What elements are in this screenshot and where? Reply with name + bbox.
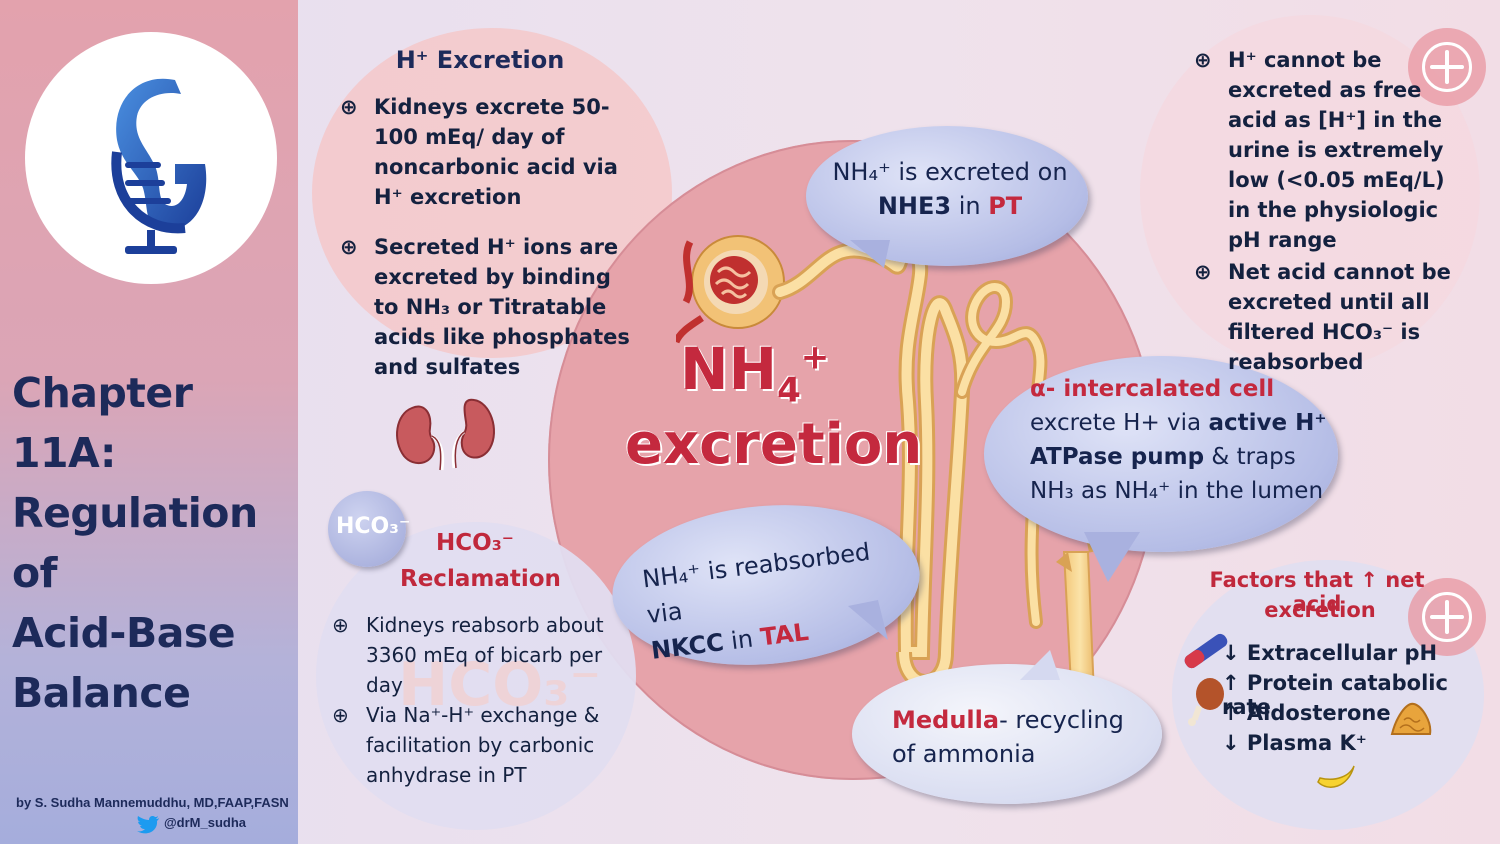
- list-item: ⊕ Kidneys reabsorb about 3360 mEq of bic…: [332, 610, 622, 700]
- medulla-rest-1: - recycling: [999, 706, 1124, 734]
- nkcc-mid: in: [721, 623, 763, 656]
- hco3-reclamation-panel: [316, 522, 636, 830]
- bullet-plus-icon: ⊕: [1194, 260, 1212, 284]
- plus-circle-icon: [1408, 578, 1486, 656]
- bullet-plus-icon: ⊕: [340, 95, 358, 119]
- alpha-text-2: & traps NH₃ as NH₄⁺ in the lumen: [1030, 444, 1324, 504]
- alpha-callout-tail: [1084, 532, 1140, 582]
- list-item: ⊕ Via Na⁺-H⁺ exchange & facilitation by …: [332, 700, 622, 790]
- hco3-title-word: Reclamation: [400, 566, 561, 592]
- nhe3-line-1: NH₄⁺ is excreted on: [832, 158, 1068, 186]
- factor-protein-catabolic: ↑ Protein catabolic rate: [1222, 671, 1448, 719]
- chapter-title-line-2: Regulation of: [12, 489, 258, 597]
- hco3-bullet-1: Kidneys reabsorb about 3360 mEq of bicar…: [366, 613, 604, 697]
- hco3-badge-text: HCO₃⁻: [336, 514, 411, 539]
- hco3-bullet-2: Via Na⁺-H⁺ exchange & facilitation by ca…: [366, 703, 600, 787]
- chapter-title: Chapter 11A: Regulation of Acid-Base Bal…: [12, 363, 296, 723]
- medulla-label: Medulla: [892, 706, 1000, 734]
- hco3-title-formula: HCO₃⁻: [436, 530, 514, 556]
- hco3-list: ⊕ Kidneys reabsorb about 3360 mEq of bic…: [332, 610, 622, 790]
- plus-circle-icon: [1408, 28, 1486, 106]
- nkcc-callout-tail: [848, 600, 888, 640]
- kidney-icon: [396, 398, 495, 471]
- list-item: ⊕ Secreted H⁺ ions are excreted by bindi…: [340, 232, 640, 382]
- medulla-line-2: of ammonia: [892, 740, 1036, 768]
- nhe3-callout-tail: [850, 240, 890, 268]
- list-item: ⊕ H⁺ cannot be excreted as free acid as …: [1194, 45, 1464, 255]
- nhe3-callout-text: NH₄⁺ is excreted on NHE3 in PT: [832, 155, 1068, 223]
- hco3-watermark: HCO₃⁻: [398, 650, 602, 720]
- h-excretion-list: ⊕ Kidneys excrete 50-100 mEq/ day of non…: [340, 92, 640, 402]
- alpha-text-1: excrete H+ via: [1030, 410, 1209, 436]
- alpha-cell-callout: [984, 356, 1338, 552]
- logo: [25, 32, 277, 284]
- tal-label: TAL: [758, 617, 811, 652]
- medulla-callout-text: Medulla- recycling of ammonia: [892, 703, 1142, 771]
- free-acid-list: ⊕ H⁺ cannot be excreted as free acid as …: [1194, 45, 1464, 377]
- factor-extracellular-ph: ↓ Extracellular pH: [1222, 641, 1438, 665]
- thermometer-icon: [1184, 633, 1228, 669]
- bullet-plus-icon: ⊕: [1194, 48, 1212, 72]
- h-excretion-title: H⁺ Excretion: [395, 46, 565, 74]
- bullet-plus-icon: ⊕: [332, 703, 349, 727]
- pt-label: PT: [988, 192, 1023, 220]
- medulla-line-1: Medulla- recycling: [892, 703, 1142, 737]
- medulla-callout: [852, 664, 1162, 804]
- h-excretion-bullet-2: Secreted H⁺ ions are excreted by binding…: [374, 235, 630, 379]
- hco3-badge: [328, 491, 406, 567]
- bullet-plus-icon: ⊕: [332, 613, 349, 637]
- list-item: ⊕ Kidneys excrete 50-100 mEq/ day of non…: [340, 92, 640, 212]
- nhe3-line-2: NHE3 in PT: [832, 189, 1068, 223]
- nhe3-mid: in: [951, 192, 989, 220]
- h-excretion-bullet-1: Kidneys excrete 50-100 mEq/ day of nonca…: [374, 95, 618, 209]
- nh4-formula-sub: 4: [777, 370, 801, 411]
- nhe3-callout: [806, 126, 1088, 266]
- nkcc-label: NKCC: [649, 628, 726, 665]
- nh4-formula-base: NH: [680, 335, 778, 403]
- twitter-handle: @drM_sudha: [164, 815, 247, 830]
- free-acid-bullet-1: H⁺ cannot be excreted as free acid as [H…: [1228, 48, 1445, 252]
- factors-title-line-1: Factors that ↑ net acid: [1209, 568, 1425, 616]
- nh4-formula-sup: +: [800, 337, 830, 378]
- banana-icon: [1317, 765, 1355, 788]
- drumstick-icon: [1188, 678, 1224, 726]
- adrenal-icon: [1390, 702, 1432, 735]
- free-acid-bullet-2: Net acid cannot be excreted until all fi…: [1228, 260, 1451, 374]
- alpha-cell-text: α- intercalated cell excrete H+ via acti…: [1030, 372, 1330, 508]
- chapter-title-line-4: Balance: [12, 669, 191, 717]
- microphone-kidney-logo: [111, 78, 207, 254]
- twitter-bird-icon: [137, 816, 159, 834]
- chapter-title-line-3: Acid-Base: [12, 609, 236, 657]
- bullet-plus-icon: ⊕: [340, 235, 358, 259]
- factor-aldosterone: ↑ Aldosterone: [1222, 701, 1391, 725]
- factors-title-line-2: excretion: [1264, 598, 1376, 622]
- alpha-cell-label: α- intercalated cell: [1030, 376, 1275, 402]
- atpase-label: active H⁺ ATPase pump: [1030, 410, 1327, 470]
- nhe3-label: NHE3: [877, 192, 952, 220]
- sidebar: Chapter 11A: Regulation of Acid-Base Bal…: [0, 0, 298, 844]
- medulla-callout-tail: [1020, 650, 1060, 680]
- excretion-word: excretion: [625, 412, 923, 477]
- list-item: ⊕ Net acid cannot be excreted until all …: [1194, 257, 1464, 377]
- chapter-title-line-1: Chapter 11A:: [12, 369, 193, 477]
- nh4-formula: NH4+: [680, 335, 829, 411]
- factor-plasma-k: ↓ Plasma K⁺: [1222, 731, 1367, 755]
- author-credit: by S. Sudha Mannemuddhu, MD,FAAP,FASN: [16, 795, 289, 810]
